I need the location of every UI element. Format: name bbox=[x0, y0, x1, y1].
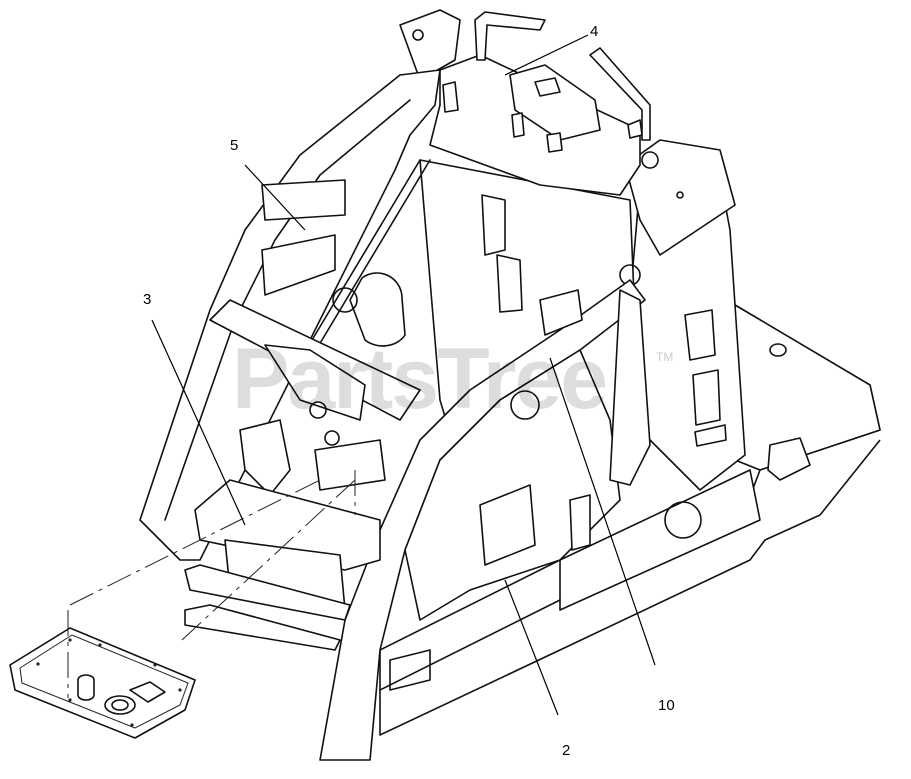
front-arch-frame bbox=[319, 279, 651, 761]
callout-3: 3 bbox=[143, 291, 152, 308]
step-assembly bbox=[184, 299, 421, 651]
alignment-lines bbox=[67, 470, 356, 698]
callout-5: 5 bbox=[230, 137, 239, 154]
base-platform bbox=[379, 304, 881, 736]
left-side-frame bbox=[139, 69, 441, 561]
main-frame-right bbox=[624, 139, 746, 491]
leader-5 bbox=[244, 164, 306, 231]
leader-2 bbox=[504, 579, 559, 716]
leader-10 bbox=[549, 357, 656, 666]
callout-4: 4 bbox=[590, 23, 599, 40]
callout-2: 2 bbox=[562, 742, 571, 759]
leader-3 bbox=[151, 319, 246, 526]
callout-10: 10 bbox=[658, 697, 675, 714]
watermark-trademark: TM bbox=[656, 350, 674, 364]
mounting-plate bbox=[9, 627, 196, 739]
leader-4 bbox=[504, 34, 589, 76]
watermark-text: PartsTree bbox=[232, 331, 608, 427]
top-plate bbox=[399, 9, 651, 196]
leader-lines bbox=[151, 34, 656, 716]
